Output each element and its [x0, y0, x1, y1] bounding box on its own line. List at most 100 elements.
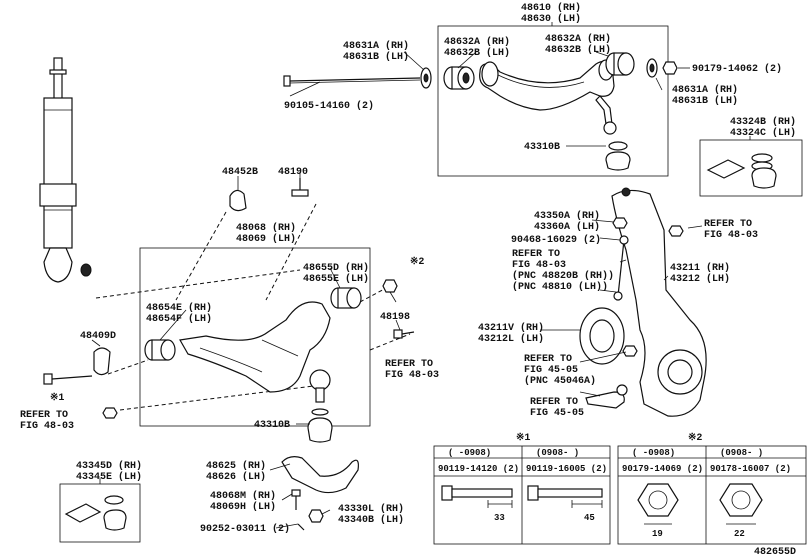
pin-90252 [297, 523, 305, 531]
label-ref-48-03-c2: FIG 48-03 [385, 370, 439, 381]
bracket-48625 [281, 456, 359, 494]
label-48631a-tl: 48631A (RH) [343, 40, 409, 52]
label-pnc-45046a: (PNC 45046A) [524, 375, 596, 387]
label-43211: 43211 (RH) [670, 262, 730, 274]
stopper-48452b [229, 189, 247, 212]
table1-col1-dim: 33 [494, 513, 505, 523]
label-48409d: 48409D [80, 331, 116, 342]
label-43310b-top: 43310B [524, 142, 560, 153]
bushing-48632-right [605, 52, 635, 76]
shock-absorber [39, 57, 92, 283]
table2-col2-dim: 22 [734, 529, 745, 539]
steering-knuckle [611, 187, 707, 417]
bolt-90105-14160 [283, 75, 421, 87]
label-ref-45-05-b2: FIG 45-05 [530, 408, 584, 419]
boot-43310b-lower [307, 408, 333, 443]
label-48655d: 48655D (RH) [303, 262, 369, 274]
washer-48631-right [646, 58, 658, 78]
bushing-48632-left [443, 66, 475, 90]
table2-col2-header: (0908- ) [720, 448, 763, 458]
label-pnc-48810: (PNC 48810 (LH)) [512, 281, 608, 293]
label-48631b-r: 48631B (LH) [672, 95, 738, 107]
stabilizer-link [612, 217, 629, 301]
table1-col2-dim: 45 [584, 513, 595, 523]
label-pnc-48820b: (PNC 48820B (RH)) [512, 270, 614, 282]
table1-col2-header: (0908- ) [536, 448, 579, 458]
label-48198: 48198 [380, 312, 410, 323]
label-43324b: 43324B (RH) [730, 116, 796, 128]
label-48654e: 48654E (RH) [146, 302, 212, 314]
nut-43330l [308, 509, 324, 523]
lower-arm-illustration [179, 301, 331, 403]
label-43330l: 43330L (RH) [338, 503, 404, 515]
label-48631a-r: 48631A (RH) [672, 84, 738, 96]
label-43345e: 43345E (LH) [76, 471, 142, 483]
table2-nut-2 [719, 483, 763, 525]
label-48452b: 48452B [222, 167, 258, 178]
label-48625: 48625 (RH) [206, 460, 266, 472]
bolt-48068m [291, 489, 301, 510]
label-43211v: 43211V (RH) [478, 322, 544, 334]
label-43212: 43212 (LH) [670, 273, 730, 285]
label-43360a: 43360A (LH) [534, 221, 600, 233]
bolt-48190 [291, 178, 309, 197]
part-labels: 48610 (RH) 48630 (LH) 48631A (RH) 48631B… [20, 2, 796, 558]
label-48655e: 48655E (LH) [303, 273, 369, 285]
nut-left-mark [102, 407, 118, 419]
label-90252: 90252-03011 (2) [200, 523, 290, 535]
cam-48409d [93, 347, 111, 376]
label-43212l: 43212L (LH) [478, 333, 544, 345]
dust-cover-43211v [579, 307, 625, 365]
lower-arm-group-box [139, 247, 371, 427]
label-48630: 48630 (LH) [521, 13, 581, 25]
label-48068: 48068 (RH) [236, 222, 296, 234]
label-43350a: 43350A (RH) [534, 210, 600, 222]
label-48069h: 48069H (LH) [210, 501, 276, 513]
bushing-48655 [330, 287, 362, 309]
label-ref-48-03-c1: REFER TO [385, 359, 433, 370]
leader-lines [91, 51, 703, 529]
label-ref-48-03-a1: REFER TO [704, 219, 752, 230]
nut-90179-14062 [662, 61, 678, 75]
label-illustration-code: 482655D [754, 547, 796, 558]
label-ref-48-03-b1: REFER TO [512, 249, 560, 260]
knuckle-nut-b [622, 345, 638, 357]
table1-bolt-2 [527, 485, 603, 508]
label-43340b: 43340B (LH) [338, 514, 404, 526]
table2-col1-header: ( -0908) [632, 448, 675, 458]
label-48069: 48069 (LH) [236, 233, 296, 245]
label-48068m: 48068M (RH) [210, 490, 276, 502]
label-ref-48-03-b2: FIG 48-03 [512, 260, 566, 271]
table1-col1-part: 90119-14120 (2) [438, 464, 519, 474]
label-mark2-small: ※2 [410, 256, 424, 268]
table-mark2: ※2 ( -0908) (0908- ) 90179-14069 (2) 901… [617, 432, 807, 545]
label-ref-48-03-d1: REFER TO [20, 410, 68, 421]
label-ref-45-05-a2: FIG 45-05 [524, 365, 578, 376]
table2-mark: ※2 [688, 432, 702, 444]
label-48631b-tl: 48631B (LH) [343, 51, 409, 63]
table-mark1: ※1 ( -0908) (0908- ) 90119-14120 (2) 901… [433, 432, 611, 545]
table2-col1-part: 90179-14069 (2) [622, 464, 703, 474]
label-mark1-small: ※1 [50, 392, 64, 404]
label-90105-14160: 90105-14160 (2) [284, 100, 374, 112]
label-43324c: 43324C (LH) [730, 127, 796, 139]
knuckle-nut-a [668, 225, 684, 237]
table2-col2-part: 90178-16007 (2) [710, 464, 791, 474]
label-48610: 48610 (RH) [521, 2, 581, 14]
upper-arm-group-box [437, 25, 669, 177]
label-48632a-l: 48632A (RH) [444, 36, 510, 48]
bushing-48654 [144, 339, 176, 361]
washer-48198 [393, 329, 415, 339]
label-48190: 48190 [278, 167, 308, 178]
table2-nut-1 [637, 483, 679, 525]
label-ref-45-05-a1: REFER TO [524, 354, 572, 365]
boot-kit-box [699, 139, 803, 197]
upper-arm-illustration [479, 59, 617, 135]
label-48632a-r: 48632A (RH) [545, 33, 611, 45]
washer-48631-left [420, 67, 432, 89]
boot-43310b-top [605, 141, 631, 171]
label-ref-48-03-d2: FIG 48-03 [20, 421, 74, 432]
boot-kit-lower-illustration [64, 495, 127, 531]
